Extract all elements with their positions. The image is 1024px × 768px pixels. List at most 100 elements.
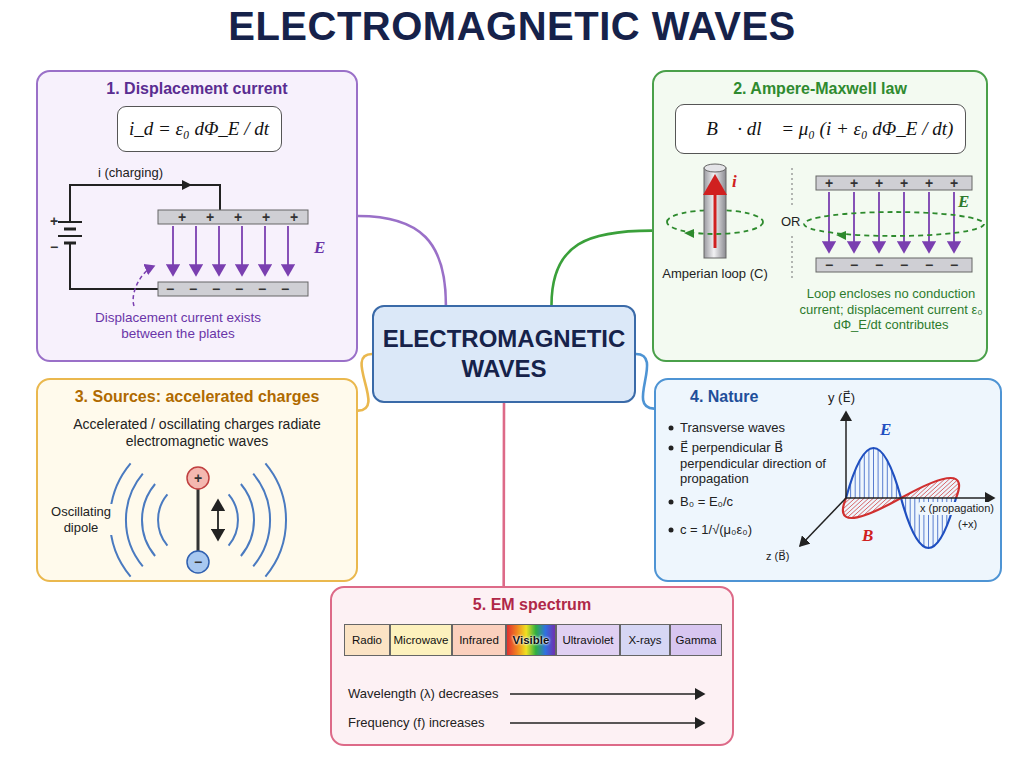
diagram-label: − <box>875 258 883 272</box>
diagram-label: + <box>875 176 883 190</box>
diagram-label: − <box>50 240 58 254</box>
spectrum-band: Microwave <box>390 624 452 656</box>
spectrum-band: Ultraviolet <box>556 624 620 656</box>
formula-box: i_d = ε₀ dΦ_E / dt <box>117 106 282 152</box>
central-topic: ELECTROMAGNETIC WAVES <box>372 305 636 403</box>
diagram-label: − <box>925 258 933 272</box>
svg-path <box>836 231 846 240</box>
band-name: Visible <box>513 634 550 646</box>
svg-rect <box>816 176 972 190</box>
diagram-label: − <box>189 282 197 296</box>
diagram-label: − <box>825 258 833 272</box>
diagram-label: E⃗ <box>878 420 907 440</box>
diagram-title: ELECTROMAGNETIC WAVES <box>0 4 1024 49</box>
hatch-stroke <box>891 470 892 498</box>
hatch-stroke <box>868 449 869 498</box>
svg-path <box>158 494 167 545</box>
spectrum-band: X-rays <box>620 624 670 656</box>
svg-rect <box>704 168 726 258</box>
diagram-label: y (E⃗) <box>826 390 857 406</box>
branch-connector <box>636 354 654 409</box>
diagram-label: + <box>178 210 186 224</box>
svg-path <box>133 266 154 306</box>
svg-line <box>510 722 704 724</box>
svg-g <box>800 412 994 546</box>
diagram-label: E⃗ <box>314 238 339 258</box>
diagram-label: (+x) <box>956 518 979 531</box>
diagram-label: z (B⃗) <box>764 550 791 563</box>
diagram-label: B⃗ <box>860 526 889 546</box>
diagram-label: B₀ = E₀/c <box>680 494 820 510</box>
diagram-label: + <box>950 176 958 190</box>
equation: ∮ B⃗ · dl⃗ = μ₀ (i + ε₀ dΦ_E / dt) <box>687 118 954 140</box>
diagram-label: + <box>206 210 214 224</box>
hatch-stroke <box>855 470 856 498</box>
svg-path <box>126 474 143 567</box>
svg-path <box>70 243 158 289</box>
diagram-label: + <box>290 210 298 224</box>
panel-heading: 5. EM spectrum <box>332 596 732 614</box>
band-name: Radio <box>352 634 382 646</box>
svg-line <box>791 168 792 208</box>
diagram-label: Loop encloses no conduction current; dis… <box>799 286 983 333</box>
svg-path <box>182 180 192 190</box>
spectrum-band: Visible <box>506 624 556 656</box>
svg-line <box>800 498 846 546</box>
panel-heading: 1. Displacement current <box>38 80 356 98</box>
diagram-label: − <box>281 282 289 296</box>
branch-connector <box>552 231 653 305</box>
svg-line <box>64 228 76 231</box>
diagram-label: + <box>50 214 58 228</box>
diagram-label: Displacement current exists between the … <box>78 310 278 342</box>
svg-line <box>172 226 174 275</box>
spectrum-band: Gamma <box>670 624 722 656</box>
svg-circle <box>669 446 674 451</box>
band-name: Gamma <box>676 634 717 646</box>
hatch-stroke <box>938 480 958 498</box>
topic-panel: 2. Ampere-Maxwell law∮ B⃗ · dl⃗ = μ₀ (i … <box>652 70 988 362</box>
branch-connector <box>358 354 372 411</box>
hatch-stroke <box>878 449 879 498</box>
central-title: ELECTROMAGNETIC WAVES <box>380 324 628 384</box>
svg-g <box>173 226 288 275</box>
band-name: Ultraviolet <box>562 634 613 646</box>
diagram-label: Amperian loop (C) <box>658 266 772 282</box>
diagram-label: + <box>925 176 933 190</box>
diagram-label: + <box>900 176 908 190</box>
svg-path <box>684 229 694 238</box>
svg-circle <box>187 551 209 573</box>
topic-panel: 3. Sources: accelerated chargesAccelerat… <box>36 378 358 582</box>
diagram-label: + <box>850 176 858 190</box>
svg-circle <box>669 426 674 431</box>
diagram-label: − <box>258 282 266 296</box>
svg-line <box>241 226 243 275</box>
svg-rect <box>816 258 972 272</box>
svg-line <box>791 236 792 278</box>
band-name: X-rays <box>628 634 661 646</box>
svg-line <box>953 192 955 252</box>
diagram-label: − <box>194 555 202 569</box>
equation: i_d = ε₀ dΦ_E / dt <box>129 118 269 140</box>
diagram-label: + <box>234 210 242 224</box>
formula-box: ∮ B⃗ · dl⃗ = μ₀ (i + ε₀ dΦ_E / dt) <box>675 104 966 154</box>
topic-panel: 5. EM spectrumRadioMicrowaveInfraredVisi… <box>330 586 734 746</box>
svg-line <box>928 192 930 252</box>
diagram-label: i <box>732 172 737 192</box>
svg-path <box>265 463 286 576</box>
svg-line <box>845 412 847 498</box>
panel-heading: 3. Sources: accelerated charges <box>38 388 356 406</box>
branch-connector <box>502 403 505 586</box>
diagram-label: − <box>166 282 174 296</box>
diagram-label: − <box>900 258 908 272</box>
svg-line <box>287 226 289 275</box>
hatch-stroke <box>887 461 888 499</box>
diagram-label: E⃗ perpendicular B⃗ perpendicular direct… <box>680 440 830 487</box>
svg-line <box>58 235 82 237</box>
svg-line <box>217 502 219 538</box>
diagram-label: E⃗ <box>958 192 983 212</box>
hatch-stroke <box>859 461 860 499</box>
svg-ellipse <box>804 212 984 236</box>
diagram-label: + <box>825 176 833 190</box>
svg-path <box>241 484 254 556</box>
